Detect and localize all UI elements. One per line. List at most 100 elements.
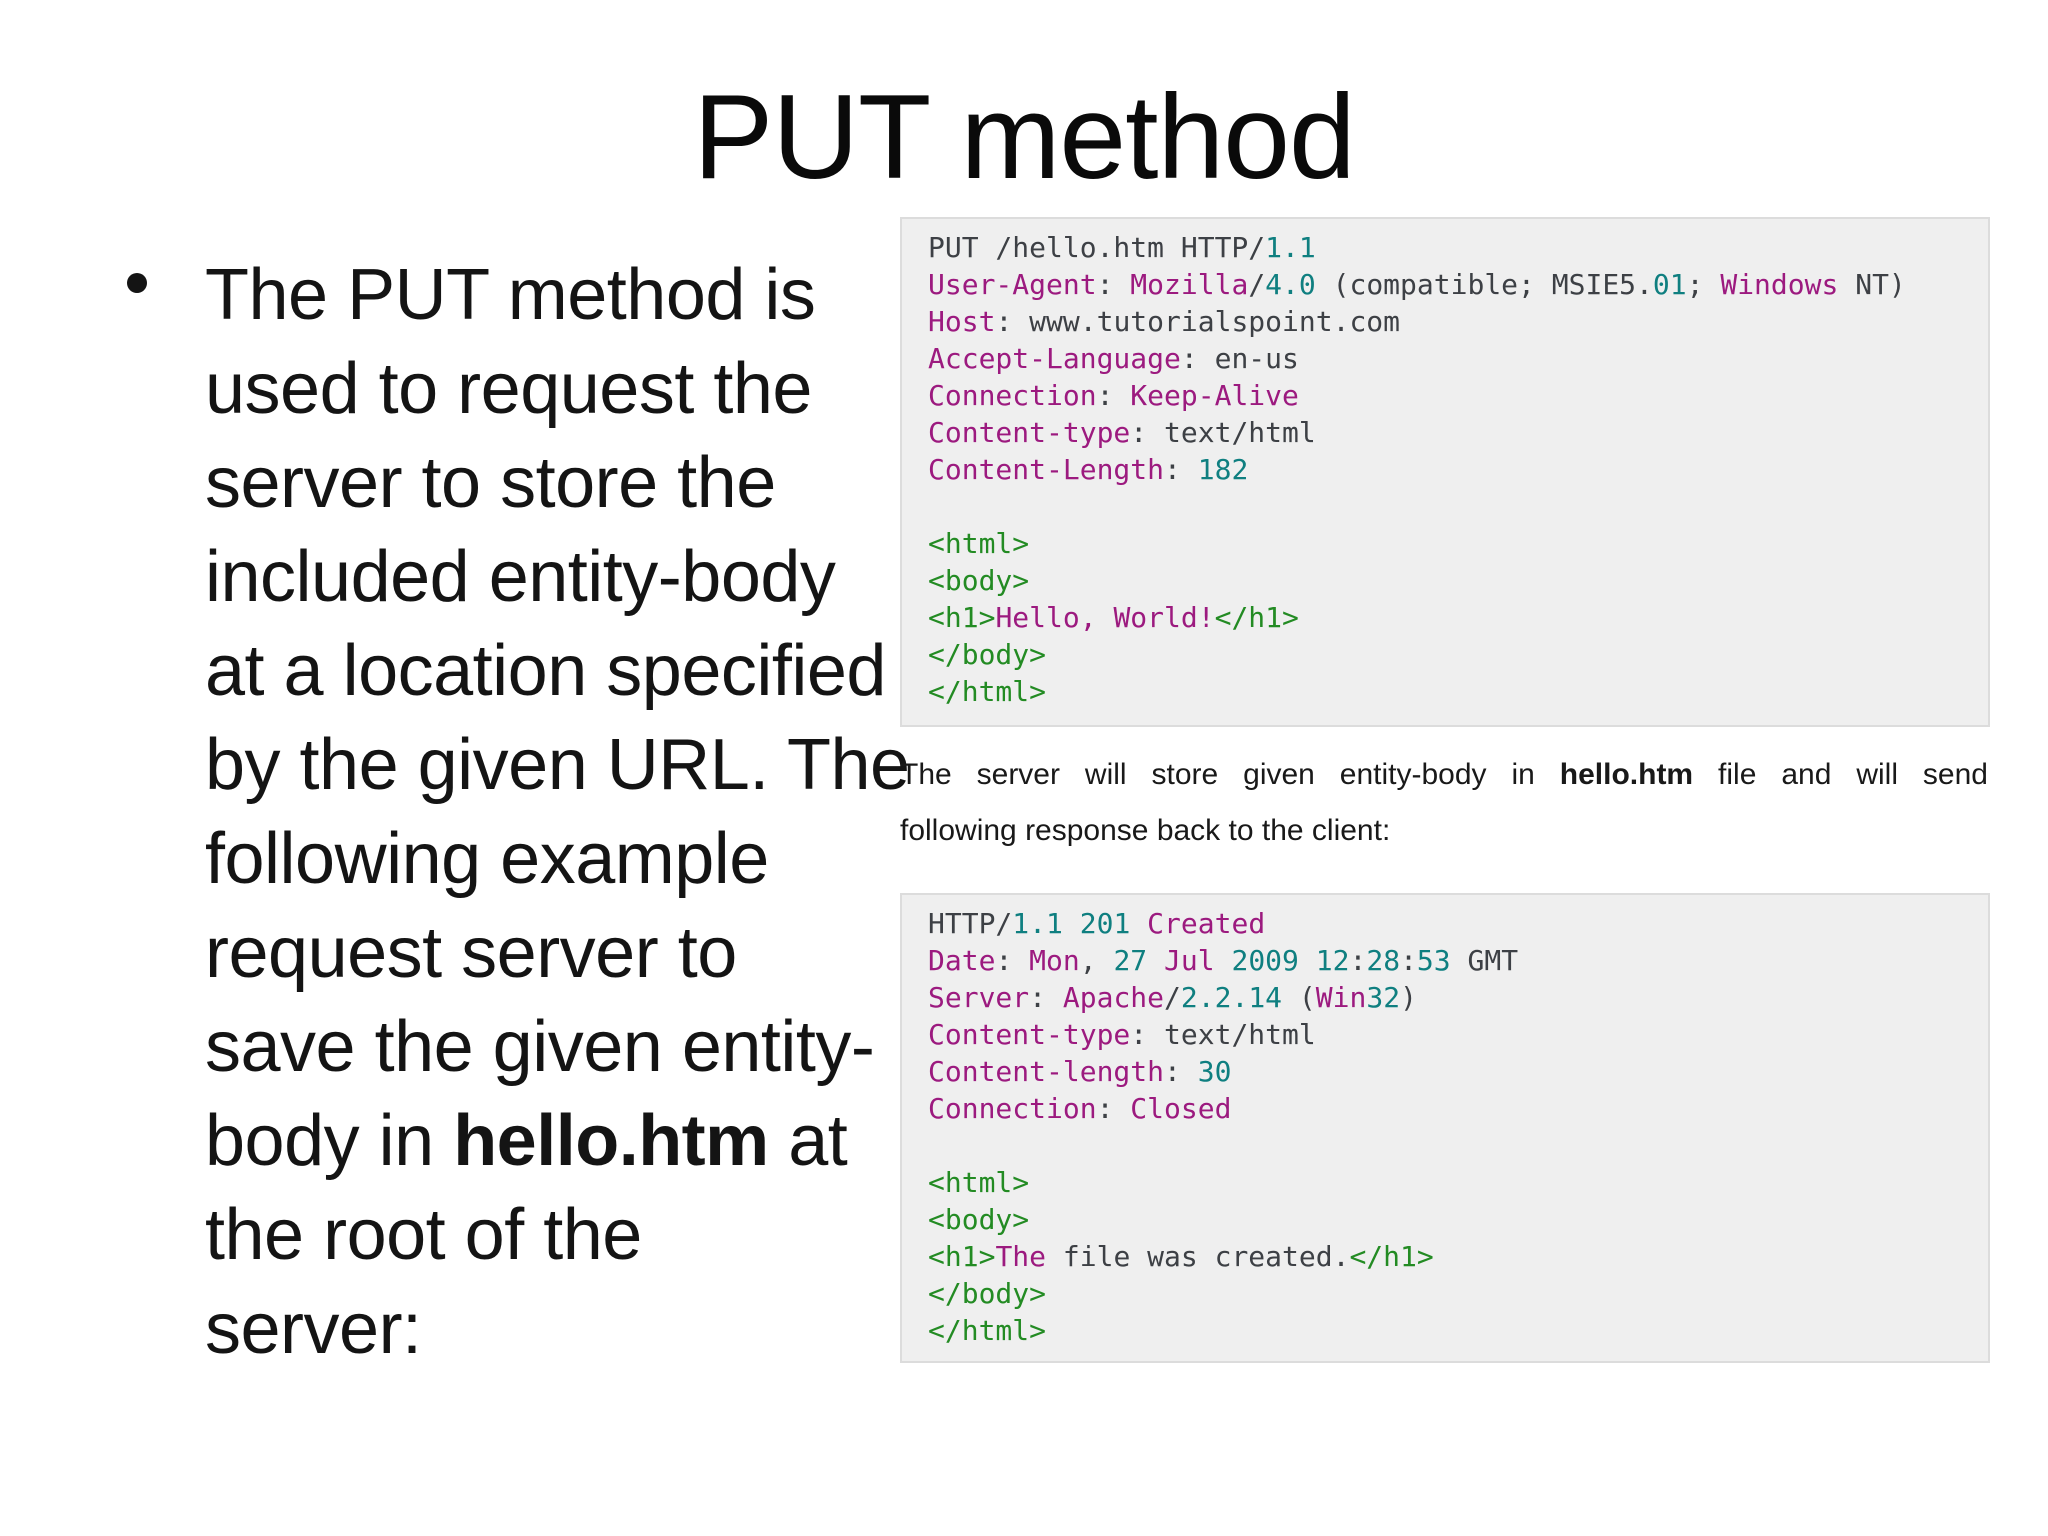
code-token: ( [1282, 981, 1316, 1014]
code-line: <html> [928, 1164, 1972, 1201]
text-segment: body in [205, 1101, 454, 1181]
code-token: Content-length [928, 1055, 1165, 1088]
code-token: : text/html [1130, 416, 1316, 449]
code-token: Win [1315, 981, 1367, 1014]
code-token: 12 [1315, 944, 1350, 977]
code-token: Connection [928, 379, 1097, 412]
text-segment: at a location specified [205, 631, 886, 711]
text-segment: server to store the [205, 443, 776, 523]
code-line: Server: Apache/2.2.14 (Win32) [928, 979, 1972, 1016]
code-token: <h1> [928, 601, 996, 634]
code-token: User-Agent [928, 268, 1097, 301]
bullet-line: server: [205, 1282, 910, 1376]
code-token [1215, 944, 1232, 977]
code-token: 1.1 [1012, 907, 1063, 940]
bullet-line: following example [205, 812, 910, 906]
code-token: Content-type [928, 1018, 1131, 1051]
code-token: <h1> [928, 1240, 996, 1273]
text-segment: following example [205, 819, 769, 899]
code-line: <body> [928, 1201, 1972, 1238]
code-token: <html> [928, 527, 1030, 560]
code-token: Host [928, 305, 996, 338]
code-token: 2.2.14 [1180, 981, 1283, 1014]
text-segment: The server will store given entity-body … [900, 758, 1560, 791]
code-token: NT) [1838, 268, 1906, 301]
code-token [1130, 907, 1147, 940]
para-line: following response back to the client: [900, 803, 1988, 859]
code-token [1147, 944, 1164, 977]
code-line: <html> [928, 525, 1972, 562]
bullet-line: request server to [205, 906, 910, 1000]
code-line: </html> [928, 673, 1972, 710]
code-token: </body> [928, 638, 1047, 671]
code-line: </html> [928, 1312, 1972, 1349]
code-token: (compatible; MSIE5. [1315, 268, 1653, 301]
para-line: The server will store given entity-body … [900, 747, 1988, 803]
code-token: : www.tutorialspoint.com [995, 305, 1401, 338]
code-token: Mozilla [1130, 268, 1249, 301]
code-token: 53 [1416, 944, 1451, 977]
code-token: Date [928, 944, 996, 977]
code-line: Host: www.tutorialspoint.com [928, 303, 1972, 340]
code-line: Content-length: 30 [928, 1053, 1972, 1090]
code-line: Accept-Language: en-us [928, 340, 1972, 377]
code-token: : [1164, 1055, 1198, 1088]
code-token: </h1> [1214, 601, 1299, 634]
code-token: , [1079, 944, 1114, 977]
text-segment: following response back to the client: [900, 814, 1391, 847]
code-token: Server [928, 981, 1030, 1014]
code-token: Closed [1130, 1092, 1232, 1125]
text-segment: file and will send [1693, 758, 1988, 791]
text-segment: save the given entity- [205, 1007, 875, 1087]
code-token: The [995, 1240, 1047, 1273]
text-segment: request server to [205, 913, 737, 993]
code-token [1299, 944, 1316, 977]
text-segment: by the given URL. The [205, 725, 910, 805]
code-line: Date: Mon, 27 Jul 2009 12:28:53 GMT [928, 942, 1972, 979]
code-token: file was created. [1046, 1240, 1350, 1273]
code-token: Apache [1062, 981, 1165, 1014]
code-token: : text/html [1130, 1018, 1316, 1051]
code-token: : [1029, 981, 1063, 1014]
code-token: 182 [1197, 453, 1249, 486]
code-token: GMT [1450, 944, 1519, 977]
code-token: Mon [1029, 944, 1080, 977]
text-segment: hello.htm [1559, 758, 1694, 791]
code-line: PUT /hello.htm HTTP/1.1 [928, 229, 1972, 266]
code-line [928, 1127, 1972, 1164]
code-line: Connection: Closed [928, 1090, 1972, 1127]
text-segment: included entity-body [205, 537, 836, 617]
code-line: <h1>Hello, World!</h1> [928, 599, 1972, 636]
code-token: Content-type [928, 416, 1131, 449]
code-token: Accept-Language [928, 342, 1181, 375]
code-token: 2009 [1231, 944, 1299, 977]
bullet-line: used to request the [205, 342, 910, 436]
code-token: <body> [928, 564, 1030, 597]
code-token: HTTP/ [928, 907, 1013, 940]
code-token: </html> [928, 675, 1047, 708]
code-token: 01 [1652, 268, 1687, 301]
code-line: <h1>The file was created.</h1> [928, 1238, 1972, 1275]
code-token: <body> [928, 1203, 1030, 1236]
code-line: </body> [928, 1275, 1972, 1312]
code-token: Connection [928, 1092, 1097, 1125]
code-token: : en-us [1180, 342, 1299, 375]
code-token: </h1> [1349, 1240, 1434, 1273]
bullet-line: body in hello.htm at [205, 1094, 910, 1188]
bullet-line: server to store the [205, 436, 910, 530]
code-token: 28 [1366, 944, 1401, 977]
bullet-line: included entity-body [205, 530, 910, 624]
code-token: : [1096, 379, 1131, 412]
code-token: / [1248, 268, 1266, 301]
code-line [928, 488, 1972, 525]
code-token: 30 [1197, 1055, 1232, 1088]
slide-title: PUT method [693, 70, 1355, 204]
code-token [1063, 907, 1080, 940]
code-token: : [1164, 453, 1198, 486]
bullet-marker-icon [127, 273, 147, 293]
code-token: / [1164, 981, 1181, 1014]
code-token: </body> [928, 1277, 1047, 1310]
